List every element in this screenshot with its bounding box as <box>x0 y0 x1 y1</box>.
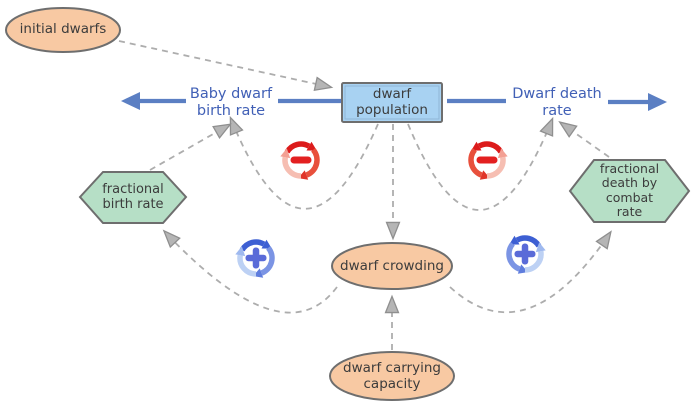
fractional-birth-rate-node[interactable] <box>78 171 188 224</box>
dwarf-population-stock-inner-border <box>344 85 440 120</box>
reinforcing-loop-plus-icon <box>232 234 280 282</box>
link-crowding-to-fractional-birth-rate[interactable] <box>162 229 338 314</box>
death-flow-arrowhead <box>648 93 667 111</box>
birth-flow-arrowhead <box>121 92 140 110</box>
link-initial-dwarfs-to-population[interactable] <box>118 40 334 92</box>
link-fractional-death-rate-to-death-rate[interactable] <box>558 121 610 158</box>
link-fractional-birth-rate-to-birth-rate[interactable] <box>149 123 232 171</box>
balancing-loop-minus-icon <box>277 136 325 184</box>
reinforcing-loop-plus-icon <box>501 230 549 278</box>
initial-dwarfs-node[interactable] <box>5 7 121 53</box>
link-crowding-to-fractional-death-rate[interactable] <box>449 230 612 314</box>
fractional-death-by-combat-rate-node[interactable] <box>568 159 691 223</box>
balancing-loop-minus-icon <box>463 136 511 184</box>
dwarf-population-stock[interactable] <box>341 82 443 123</box>
dwarf-carrying-capacity-node[interactable] <box>329 351 455 401</box>
dwarf-crowding-node[interactable] <box>331 242 453 290</box>
